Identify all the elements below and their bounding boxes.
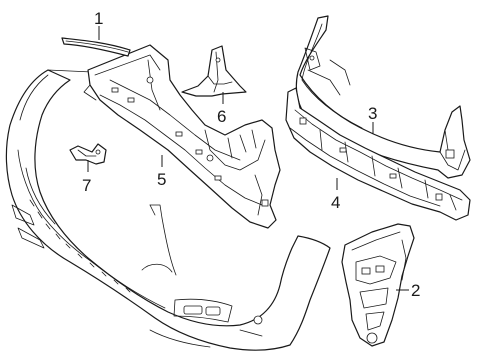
bracket-part-7 [69, 143, 107, 165]
trim-strip-part-1 [61, 37, 131, 57]
callout-2-label: 2 [411, 281, 420, 300]
callout-4-label: 4 [331, 193, 340, 212]
callout-5: 5 [157, 155, 166, 189]
bracket-part-6 [181, 45, 247, 97]
callout-3: 3 [368, 104, 377, 134]
impact-bar-part-4 [285, 87, 471, 221]
callout-1-label: 1 [94, 9, 103, 28]
corner-bracket-part-2 [341, 223, 415, 347]
callout-2: 2 [396, 281, 420, 300]
callout-6-label: 6 [217, 107, 226, 126]
bumper-cover [5, 69, 331, 351]
callout-5-label: 5 [157, 170, 166, 189]
upper-carrier-part-5 [83, 44, 281, 229]
callout-7-label: 7 [82, 176, 91, 195]
callout-7: 7 [82, 160, 91, 195]
callout-6: 6 [217, 92, 226, 126]
callout-1: 1 [94, 9, 103, 40]
callout-3-label: 3 [368, 104, 377, 123]
callout-4: 4 [331, 178, 340, 212]
